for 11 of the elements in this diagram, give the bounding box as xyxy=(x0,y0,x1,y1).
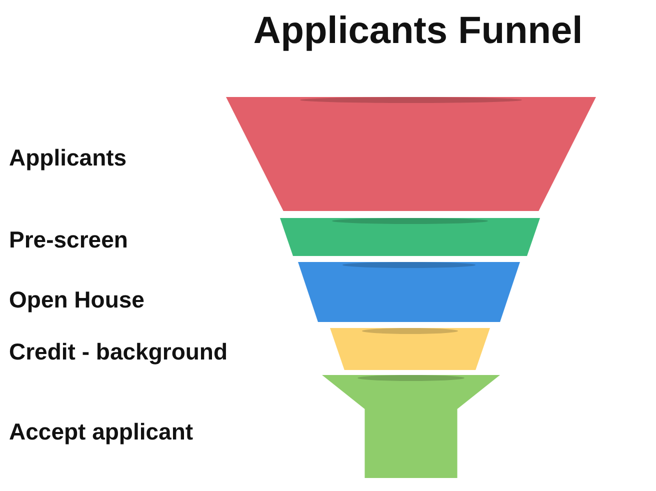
stage-label: Accept applicant xyxy=(9,418,194,446)
stage-label: Credit - background xyxy=(9,338,228,366)
funnel-segment xyxy=(330,328,490,370)
stage-label: Open House xyxy=(9,286,144,314)
stage-label: Pre-screen xyxy=(9,226,128,254)
funnel-segment xyxy=(226,97,596,211)
funnel-segment xyxy=(280,218,540,256)
funnel-segment xyxy=(322,375,500,478)
stage-label: Applicants xyxy=(9,144,127,172)
title: Applicants Funnel xyxy=(252,10,584,53)
funnel-segment xyxy=(298,262,520,322)
